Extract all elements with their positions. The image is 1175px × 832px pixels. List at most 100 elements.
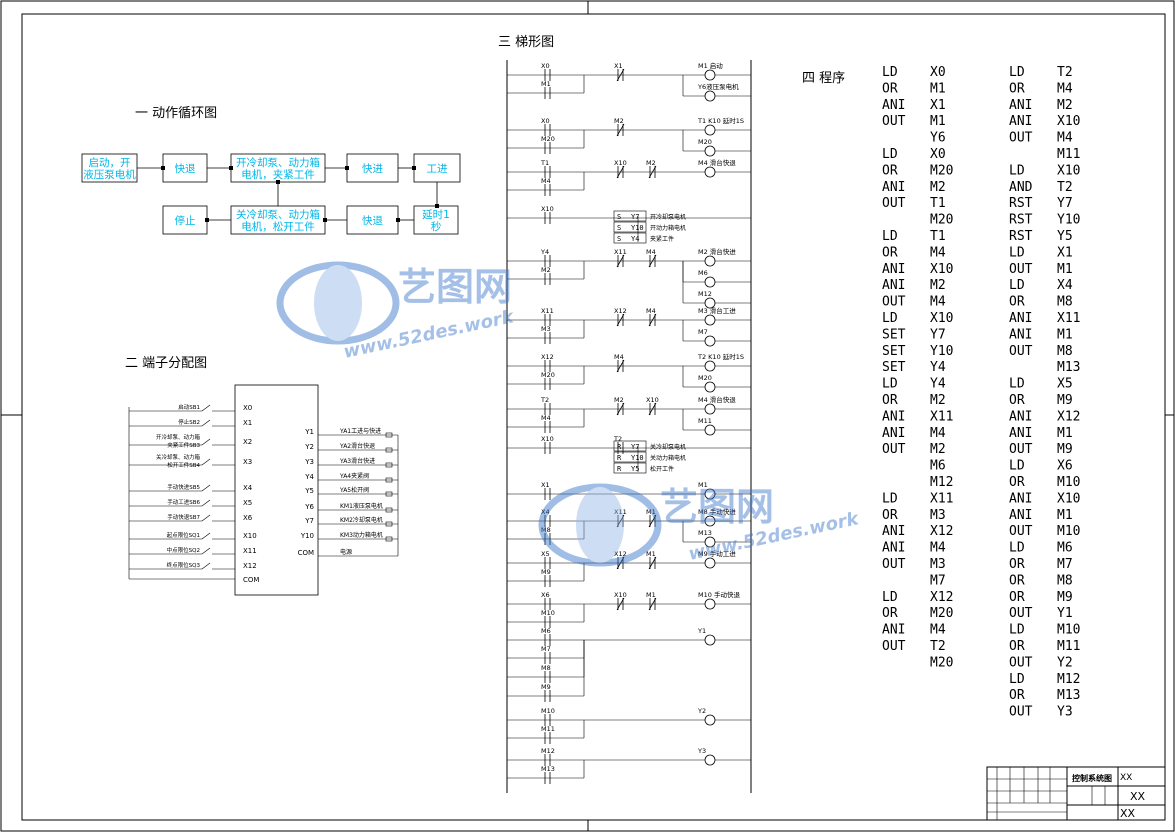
output-load-Y4 xyxy=(385,477,393,483)
coil-label: T1 K10 延时1S xyxy=(697,116,744,125)
title-field-3: XX xyxy=(1120,807,1136,820)
coil-16-1: Y3 xyxy=(697,747,716,766)
program-operand: M4 xyxy=(1057,81,1073,96)
coil-5-3: M12 xyxy=(698,290,716,309)
set-box xyxy=(613,462,647,474)
contact-M10: M10 xyxy=(541,707,555,726)
program-op: OUT xyxy=(1009,131,1033,146)
input-switch-X0 xyxy=(201,404,211,412)
input-switch-X10 xyxy=(201,532,211,540)
coil-circle xyxy=(704,335,716,347)
contact-M1: M1 xyxy=(646,550,657,570)
input-label-X5: 手动工进SB6 xyxy=(167,498,200,506)
program-op: OUT xyxy=(882,442,906,457)
program-operand: M10 xyxy=(1057,623,1080,638)
contact-label: M9 xyxy=(541,568,551,576)
program-operand: X6 xyxy=(1057,459,1073,474)
coil-label: M7 xyxy=(698,328,708,336)
program-operand: M20 xyxy=(930,213,953,228)
watermark-globe-icon xyxy=(276,261,400,345)
contact-label: Y4 xyxy=(540,248,549,256)
coil-7-1: T2 K10 延时1S xyxy=(697,352,744,372)
program-operand: M2 xyxy=(930,442,946,457)
program-operand: M9 xyxy=(1057,442,1073,457)
contact-label: M3 xyxy=(541,325,551,333)
section1-title: 一 动作循环图 xyxy=(135,106,217,121)
set-op: R xyxy=(617,465,622,473)
cycle-arrow-head-7 xyxy=(323,218,327,222)
program-op: OR xyxy=(882,508,898,523)
input-label-X4: 手动快进SB5 xyxy=(167,483,200,491)
contact-slash xyxy=(616,254,625,268)
input-port-X1: X1 xyxy=(243,419,252,427)
contact-M3: M3 xyxy=(541,325,551,344)
contact-label: M2 xyxy=(646,159,656,167)
program-operand: X0 xyxy=(930,147,946,162)
output-port-Y5: Y5 xyxy=(304,487,314,495)
contact-label: M20 xyxy=(541,135,555,143)
coil-5-2: M6 xyxy=(698,269,716,288)
contact-X1: X1 xyxy=(541,481,551,500)
contact-M2: M2 xyxy=(541,266,551,285)
coil-1-2: Y6液压泵电机 xyxy=(697,82,739,102)
coil-circle xyxy=(704,90,716,102)
program-op: ANI xyxy=(1009,98,1032,113)
program-op: OUT xyxy=(1009,344,1033,359)
title-block: 控制系统图 XX XX XX xyxy=(986,766,1166,821)
coil-label: T2 K10 延时1S xyxy=(697,352,744,361)
contact-label: X10 xyxy=(541,205,554,213)
program-operand: M1 xyxy=(1057,426,1073,441)
contact-M2: M2 xyxy=(646,159,657,179)
program-op: LD xyxy=(1009,541,1025,556)
program-operand: M13 xyxy=(1057,360,1080,375)
program-operand: Y6 xyxy=(930,131,946,146)
contact-label: X12 xyxy=(614,307,627,315)
program-op: OUT xyxy=(882,196,906,211)
program-op: OR xyxy=(1009,81,1025,96)
contact-label: X10 xyxy=(614,591,627,599)
contact-label: X11 xyxy=(614,508,627,516)
program-op: ANI xyxy=(882,180,905,195)
program-operand: M8 xyxy=(1057,573,1073,588)
contact-slash xyxy=(648,402,657,416)
coil-circle xyxy=(704,276,716,288)
output-load-Y1 xyxy=(385,432,393,438)
program-operand: M1 xyxy=(1057,262,1073,277)
output-label-Y7: KM2冷却泵电机 xyxy=(340,516,383,524)
contact-M11: M11 xyxy=(541,725,555,744)
program-operand: M6 xyxy=(930,459,946,474)
program-operand: M12 xyxy=(930,475,953,490)
program-operand: M1 xyxy=(930,81,946,96)
input-label-X1: 停止SB2 xyxy=(178,418,200,426)
contact-label: M20 xyxy=(541,371,555,379)
program-op: LD xyxy=(882,65,898,80)
program-op: ANI xyxy=(1009,311,1032,326)
program-operand: M9 xyxy=(1057,590,1073,605)
program-operand: X10 xyxy=(1057,163,1080,178)
contact-slash xyxy=(616,68,625,82)
contact-M4: M4 xyxy=(541,414,551,433)
cycle-arrow-head-5 xyxy=(435,204,439,208)
program-op: OR xyxy=(1009,590,1025,605)
watermark-brand-2: 艺图网 xyxy=(660,485,774,529)
program-operand: X4 xyxy=(1057,278,1073,293)
program-op: LD xyxy=(1009,163,1025,178)
output-label-Y6: KM1液压泵电机 xyxy=(340,502,383,510)
watermark-brand: 艺图网 xyxy=(398,265,512,309)
program-operand: M9 xyxy=(1057,393,1073,408)
program-op: LD xyxy=(882,147,898,162)
input-port-X5: X5 xyxy=(243,499,252,507)
output-label-Y2: YA2滑台快退 xyxy=(339,442,375,450)
output-port-Y3: Y3 xyxy=(304,458,314,466)
set-op: R xyxy=(617,443,622,451)
contact-M9: M9 xyxy=(541,568,551,587)
coil-circle xyxy=(704,424,716,436)
coil-circle xyxy=(704,145,716,157)
program-op: OUT xyxy=(882,639,906,654)
set-op: S xyxy=(617,213,621,221)
coil-13-1: M10 手动快退 xyxy=(698,590,740,610)
program-operand: M1 xyxy=(930,114,946,129)
contact-label: X10 xyxy=(614,159,627,167)
